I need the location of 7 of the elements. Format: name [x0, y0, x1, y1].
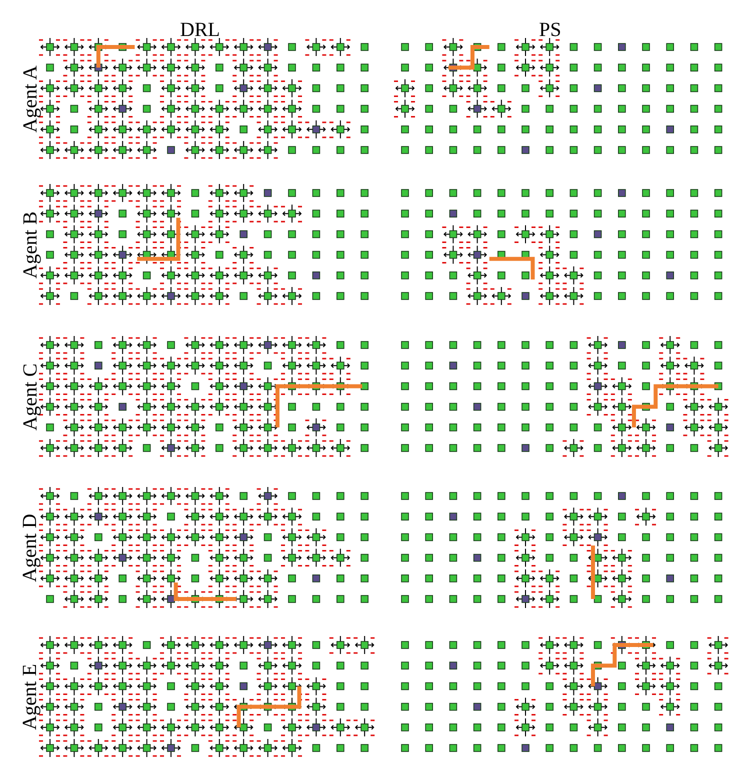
column-header: DRL — [180, 20, 220, 40]
column-header: PS — [539, 20, 562, 40]
row-label: Agent A — [20, 65, 40, 133]
row-label: Agent D — [20, 514, 40, 582]
row-label: Agent B — [20, 211, 40, 279]
row-label: Agent C — [20, 363, 40, 431]
row-label: Agent E — [20, 664, 40, 730]
